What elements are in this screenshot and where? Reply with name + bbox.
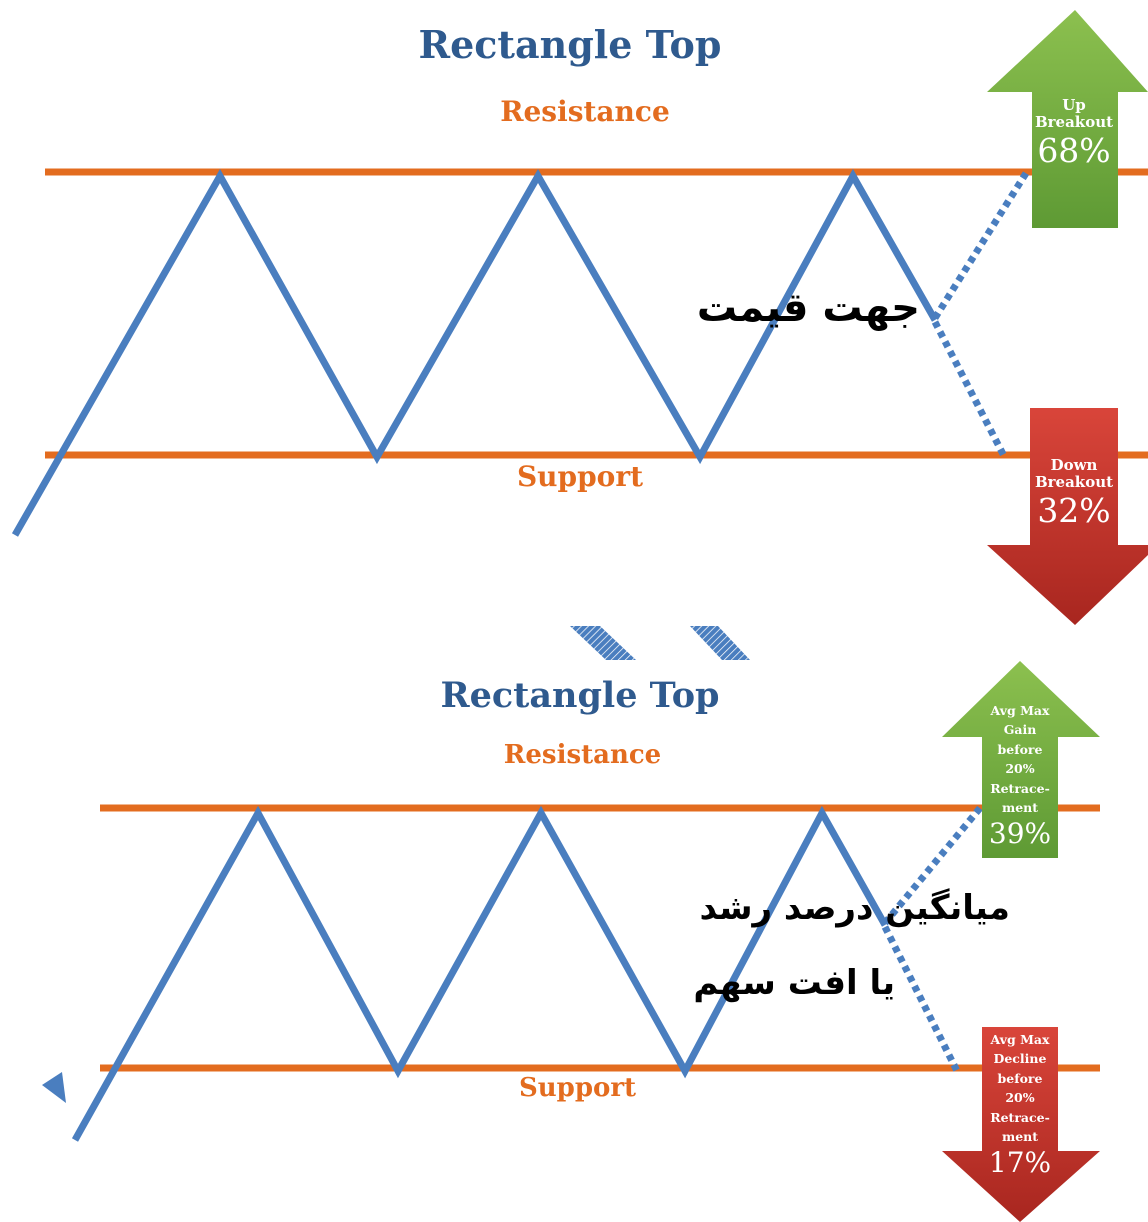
down-breakout-arrow [987, 408, 1148, 625]
bottom-panel: Rectangle Top Resistance Support میانگین… [0, 625, 1148, 1222]
top-support-label: Support [516, 460, 644, 493]
bottom-resistance-label: Resistance [503, 740, 662, 770]
top-persian-label: جهت قیمت [696, 285, 920, 331]
up-breakout-line2: Breakout [1034, 113, 1114, 132]
avg-decline-line: Decline [993, 1051, 1047, 1067]
bottom-persian-line1: میانگین درصد رشد [699, 888, 1010, 928]
avg-gain-arrow [942, 661, 1100, 858]
gain-path [882, 805, 983, 926]
top-diagram [11, 10, 1148, 625]
price-path [11, 168, 939, 537]
down-breakout-path [931, 320, 1009, 460]
top-title: Rectangle Top [418, 22, 722, 67]
down-breakout-text: Down Breakout 32% [1030, 456, 1118, 530]
up-breakout-text: Up Breakout 68% [1030, 96, 1118, 170]
avg-gain-line: 20% [1005, 761, 1035, 777]
avg-gain-line: ment [1001, 799, 1039, 815]
separator-stripe-right [690, 626, 750, 660]
avg-decline-line: 20% [1005, 1090, 1035, 1106]
separator-stripes [570, 626, 750, 660]
bottom-support-label: Support [518, 1073, 637, 1103]
avg-decline-line: Avg Max [990, 1032, 1050, 1047]
avg-decline-line: Retrace- [990, 1109, 1050, 1125]
decline-path [881, 925, 961, 1073]
up-breakout-percent: 68% [1037, 130, 1111, 170]
bottom-persian-line2: یا افت سهم [693, 963, 895, 1003]
avg-gain-percent: 39% [988, 817, 1052, 851]
avg-decline-line: before [997, 1070, 1043, 1086]
up-breakout-line1: Up [1062, 96, 1086, 114]
avg-decline-text: Avg Max Decline before 20% Retrace- ment… [980, 1030, 1060, 1180]
bottom-title: Rectangle Top [440, 675, 720, 716]
top-panel: Rectangle Top Resistance Support جهت قیم… [11, 10, 1148, 625]
down-breakout-line1: Down [1050, 456, 1098, 474]
left-mark [42, 1072, 66, 1103]
up-breakout-path [932, 168, 1031, 320]
avg-gain-line: Avg Max [990, 703, 1050, 718]
avg-gain-line: Gain [1003, 722, 1037, 738]
bottom-diagram [42, 661, 1100, 1222]
separator-stripe-left [570, 626, 636, 660]
avg-gain-line: before [997, 741, 1043, 757]
up-breakout-arrow [987, 10, 1148, 228]
down-breakout-percent: 32% [1037, 490, 1111, 530]
avg-decline-arrow [942, 1027, 1100, 1222]
top-resistance-label: Resistance [500, 95, 670, 128]
down-breakout-line2: Breakout [1034, 473, 1114, 492]
avg-gain-line: Retrace- [990, 780, 1050, 796]
avg-gain-text: Avg Max Gain before 20% Retrace- ment 39… [980, 701, 1060, 851]
price-path [71, 805, 889, 1142]
avg-decline-line: ment [1001, 1128, 1039, 1144]
avg-decline-percent: 17% [988, 1146, 1052, 1180]
